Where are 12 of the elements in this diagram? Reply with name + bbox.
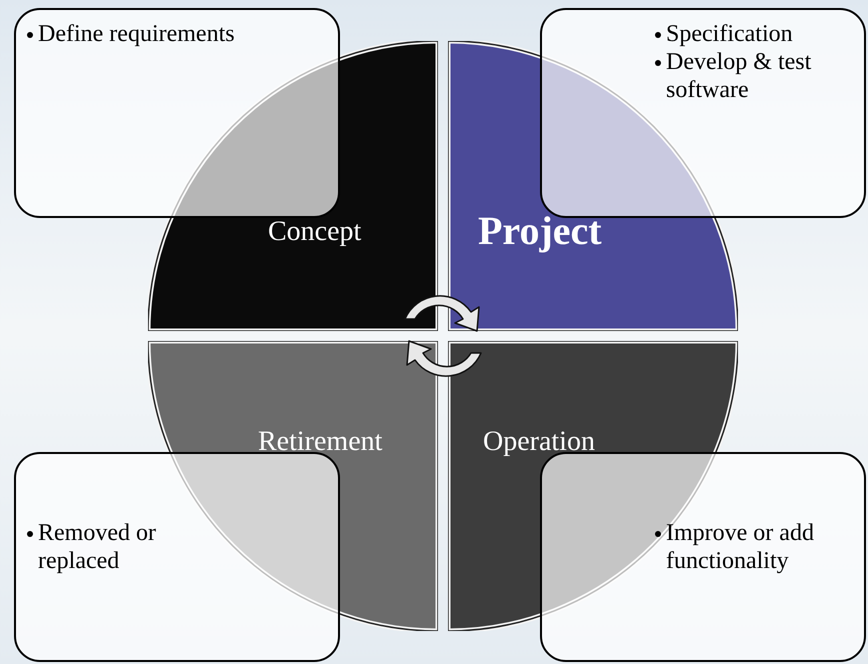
note-box xyxy=(14,452,340,662)
note-box xyxy=(14,8,340,218)
segment-label: Retirement xyxy=(258,425,382,459)
segment-label: Project xyxy=(478,207,602,255)
note-text: Define requirements xyxy=(38,20,235,48)
note-box xyxy=(540,8,866,218)
segment-label: Concept xyxy=(268,215,362,249)
note-text: Develop & test software xyxy=(666,48,812,104)
note-text: Improve or add functionality xyxy=(666,519,815,575)
note-text: Removed or replaced xyxy=(38,519,157,575)
note-text: Specification xyxy=(666,20,793,48)
segment-label: Operation xyxy=(483,425,595,459)
